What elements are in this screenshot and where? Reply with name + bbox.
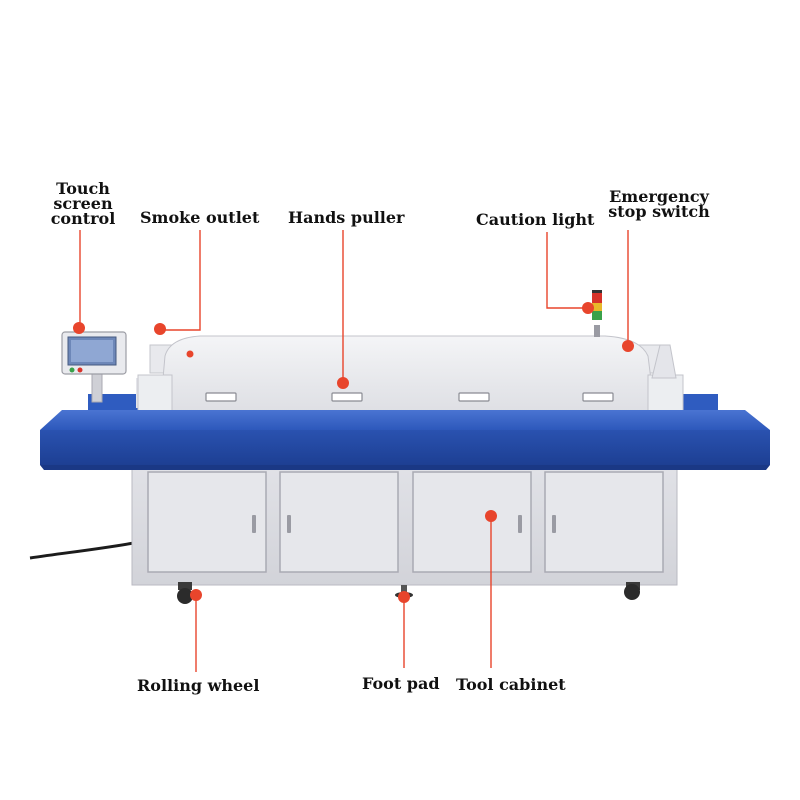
label-touch-screen-control: Touch screen control — [48, 179, 118, 228]
label-foot-pad: Foot pad — [362, 674, 440, 693]
label-hands-puller: Hands puller — [288, 208, 405, 227]
dot-tool-cabinet — [485, 510, 497, 522]
conveyor-front — [40, 430, 770, 465]
callout-dots — [73, 302, 634, 603]
label-smoke-outlet: Smoke outlet — [140, 208, 260, 227]
hood-cover — [159, 335, 656, 413]
cabinet-door — [412, 471, 532, 573]
dot-smoke-outlet — [154, 323, 166, 335]
touch-screen-control — [61, 331, 127, 403]
cabinet-door — [147, 471, 267, 573]
door-handles — [252, 515, 556, 533]
label-line: Emergency — [609, 187, 709, 206]
hood-warning-dot — [186, 350, 194, 358]
cabinet-door — [544, 471, 664, 573]
label-line: stop switch — [608, 202, 710, 221]
cabinet-doors — [147, 471, 664, 573]
dot-foot-pad — [398, 591, 410, 603]
label-line: control — [50, 209, 116, 228]
dot-hands-puller — [337, 377, 349, 389]
dot-emergency-stop — [622, 340, 634, 352]
caution-light-tower — [592, 290, 602, 337]
dot-rolling-wheel — [190, 589, 202, 601]
hood-handles — [205, 392, 614, 402]
conveyor-top — [40, 410, 770, 430]
label-line: screen — [53, 194, 113, 213]
dot-caution-light — [582, 302, 594, 314]
leader-caution-light — [546, 232, 585, 309]
label-line: Touch — [56, 179, 110, 198]
label-caution-light: Caution light — [476, 210, 595, 229]
callout-lines — [79, 230, 629, 672]
dot-touch-screen — [73, 322, 85, 334]
label-tool-cabinet: Tool cabinet — [456, 675, 566, 694]
label-rolling-wheel: Rolling wheel — [137, 676, 260, 695]
cabinet-door — [279, 471, 399, 573]
rolling-wheels — [177, 582, 640, 604]
leader-smoke-outlet — [160, 230, 201, 331]
label-emergency-stop-switch: Emergency stop switch — [604, 187, 714, 221]
